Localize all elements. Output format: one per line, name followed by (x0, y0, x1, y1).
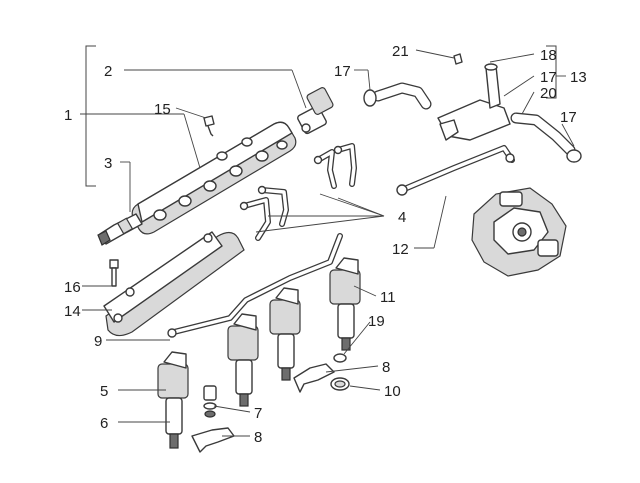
callout-21: 21 (392, 43, 409, 60)
callout-1: 1 (64, 107, 72, 124)
callout-10: 10 (384, 383, 401, 400)
fuel-return-pipe (167, 233, 343, 338)
callout-17-mid: 17 (540, 69, 557, 86)
pressure-regulator (297, 87, 334, 135)
high-pressure-pipe (396, 145, 515, 196)
callout-17-right: 17 (560, 109, 577, 126)
rail-mounting-screw (203, 115, 215, 137)
injector-2 (227, 313, 259, 407)
injector-3 (269, 287, 301, 381)
callout-5: 5 (100, 383, 108, 400)
callout-8-bottom: 8 (254, 429, 262, 446)
injector-clamps (191, 363, 335, 453)
cover-bolt (109, 259, 119, 287)
leader-lines (80, 45, 575, 437)
callout-15: 15 (154, 101, 171, 118)
callout-20: 20 (540, 85, 557, 102)
return-hose-assembly (363, 53, 582, 163)
callout-4: 4 (398, 209, 406, 226)
callout-17-top: 17 (334, 63, 351, 80)
rail-outlet-ports (153, 137, 288, 221)
callout-labels: 1 2 3 15 17 21 18 17 13 20 17 4 12 16 14… (64, 43, 587, 446)
callout-12: 12 (392, 241, 409, 258)
fuel-rail (131, 121, 297, 235)
callout-19: 19 (368, 313, 385, 330)
callout-13: 13 (570, 69, 587, 86)
injector-pipes (239, 143, 357, 241)
callout-14: 14 (64, 303, 81, 320)
callout-16: 16 (64, 279, 81, 296)
callout-18: 18 (540, 47, 557, 64)
high-pressure-pump (471, 187, 567, 277)
group-bracket-rail (85, 45, 96, 187)
callout-6: 6 (100, 415, 108, 432)
callout-2: 2 (104, 63, 112, 80)
injector-cover (103, 231, 245, 337)
callout-11: 11 (380, 289, 396, 306)
callout-8-right: 8 (382, 359, 390, 376)
injector-4 (329, 257, 361, 351)
pressure-sensor (97, 213, 143, 246)
callout-9: 9 (94, 333, 102, 350)
callout-3: 3 (104, 155, 112, 172)
injector-seals (203, 353, 350, 418)
injector-front (157, 351, 189, 449)
callout-7: 7 (254, 405, 262, 422)
